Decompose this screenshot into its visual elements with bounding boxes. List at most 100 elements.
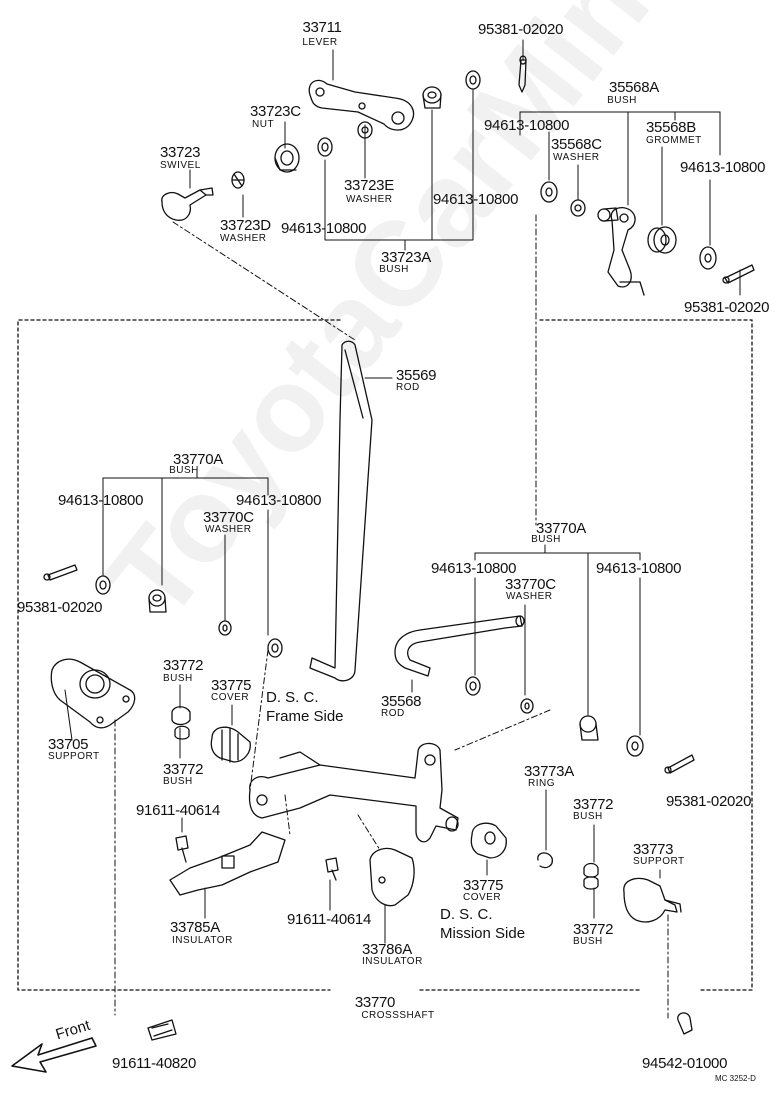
cotter-pin-icon <box>518 55 527 93</box>
part-number: 35569 <box>396 367 437 384</box>
part-number: 95381-02020 <box>478 21 564 38</box>
bolt-icon <box>147 1019 177 1041</box>
part-number: 33785A <box>170 919 220 936</box>
part-number: 33772 <box>163 657 204 674</box>
washer-icon <box>267 638 283 658</box>
washer-icon <box>317 137 333 157</box>
part-number: 33723 <box>160 144 201 161</box>
dsc-frame-side-label: Frame Side <box>266 708 344 725</box>
part-name: GROMMET <box>646 135 702 146</box>
dsc-mission-side-label: Mission Side <box>440 925 526 942</box>
washer-33723D-icon <box>231 171 245 189</box>
part-name: BUSH <box>379 264 409 275</box>
part-name: WASHER <box>506 591 553 602</box>
part-number: 94542-01000 <box>642 1055 728 1072</box>
part-name: SUPPORT <box>633 856 685 867</box>
rod-35569-icon <box>309 340 373 682</box>
part-name: WASHER <box>205 524 252 535</box>
part-name: BUSH <box>169 465 199 476</box>
part-number: 95381-02020 <box>17 599 103 616</box>
washer-33770C-icon <box>520 698 534 714</box>
part-name: BUSH <box>163 776 193 787</box>
cotter-pin-icon <box>664 754 695 774</box>
part-name: INSULATOR <box>172 935 233 946</box>
connection-lines <box>114 214 669 1019</box>
part-number: 33770C <box>505 576 556 593</box>
support-33773-icon <box>623 877 682 923</box>
part-number: 35568C <box>551 136 602 153</box>
washer-33770C-icon <box>218 620 232 636</box>
bolt-icon <box>325 857 339 881</box>
lever-bracket-icon <box>607 206 645 296</box>
cover-33775-icon <box>210 726 251 763</box>
part-name: LEVER <box>302 37 338 48</box>
washer-icon <box>465 70 481 90</box>
rod-35568-icon <box>394 615 525 677</box>
dsc-mission-label: D. S. C. <box>440 906 493 923</box>
bolt-icon <box>175 835 189 863</box>
part-number: 33772 <box>163 761 204 778</box>
washer-icon <box>95 575 111 595</box>
part-name: CROSSSHAFT <box>361 1010 435 1021</box>
part-number: 33772 <box>573 796 614 813</box>
washer-icon <box>540 181 558 203</box>
part-number: 94613-10800 <box>596 560 682 577</box>
part-number: 95381-02020 <box>684 299 770 316</box>
part-number: 33723D <box>220 217 271 234</box>
part-number: 33770A <box>536 520 586 537</box>
part-name: ROD <box>396 382 420 393</box>
drawing-code: MC 3252-D <box>715 1074 756 1083</box>
part-name: SWIVEL <box>160 160 201 171</box>
cover-33775-icon <box>470 822 507 859</box>
part-name: INSULATOR <box>362 956 423 967</box>
part-number: 94613-10800 <box>236 492 322 509</box>
lever-33711-icon <box>308 79 415 131</box>
washer-33723E-icon <box>357 121 373 139</box>
part-number: 33770C <box>203 509 254 526</box>
crossshaft-33770-icon <box>248 742 459 843</box>
part-number: 33772 <box>573 921 614 938</box>
assembly-boundary <box>17 319 753 991</box>
part-name: WASHER <box>553 152 600 163</box>
part-number: 33770A <box>173 451 223 468</box>
part-name: SUPPORT <box>48 751 100 762</box>
part-number: 33723E <box>344 177 394 194</box>
part-number: 94613-10800 <box>281 220 367 237</box>
washer-35568C-icon <box>570 199 586 217</box>
part-name: BUSH <box>573 936 603 947</box>
washer-icon <box>465 676 481 696</box>
ring-33773A-icon <box>537 852 553 869</box>
part-number: 33711 <box>302 19 342 36</box>
bush-33772-icon <box>583 862 599 890</box>
part-number: 35568A <box>609 79 659 96</box>
washer-icon <box>699 246 717 270</box>
part-number: 33775 <box>211 677 252 694</box>
bush-35568A-icon <box>597 207 619 222</box>
bush-33770A-icon <box>148 589 167 613</box>
washer-icon <box>626 735 644 757</box>
part-number: 91611-40614 <box>136 802 221 819</box>
support-33705-icon <box>50 658 136 729</box>
part-name: COVER <box>463 892 502 903</box>
part-name: RING <box>528 778 555 789</box>
part-number: 33773 <box>633 841 674 858</box>
part-number: 35568 <box>381 693 422 710</box>
part-name: ROD <box>381 708 405 719</box>
nut-icon <box>677 1012 693 1035</box>
front-arrow-icon <box>11 1037 97 1073</box>
part-number: 33705 <box>48 736 89 753</box>
part-number: 94613-10800 <box>433 191 519 208</box>
part-number: 94613-10800 <box>58 492 144 509</box>
part-number: 33723C <box>250 103 301 120</box>
insulator-33785A-icon <box>169 831 286 896</box>
grommet-35568B-icon <box>647 226 677 254</box>
part-name: NUT <box>252 119 275 130</box>
part-number: 94613-10800 <box>680 159 766 176</box>
part-number: 91611-40820 <box>112 1055 197 1072</box>
bush-33770A-icon <box>579 715 599 741</box>
part-name: COVER <box>211 692 250 703</box>
nut-33723C-icon <box>274 143 300 173</box>
cotter-pin-icon <box>722 264 755 284</box>
